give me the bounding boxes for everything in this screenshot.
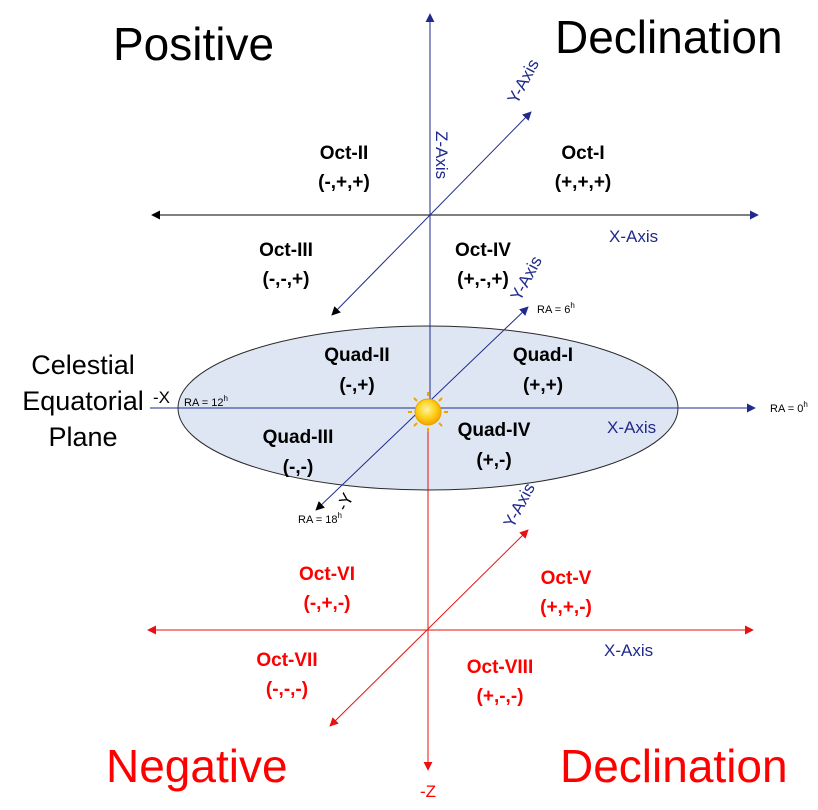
oct-vi-name: Oct-VI — [299, 564, 355, 585]
oct-i-name: Oct-I — [561, 143, 604, 164]
x-axis-bottom-label: X-Axis — [604, 641, 653, 660]
ra-12-label: RA = 12h — [184, 394, 228, 409]
neg-z-label: -Z — [420, 782, 436, 801]
oct-iii-signs: (-,-,+) — [263, 269, 310, 290]
oct-viii-signs: (+,-,-) — [477, 686, 524, 707]
oct-vi-signs: (-,+,-) — [304, 593, 351, 614]
oct-i-signs: (+,+,+) — [555, 172, 612, 193]
heading-declination-top: Declination — [555, 11, 783, 63]
quad-ii-name: Quad-II — [324, 345, 389, 366]
plane-label-line-1: Celestial — [31, 350, 135, 380]
oct-iv-signs: (+,-,+) — [457, 269, 509, 290]
x-axis-top-label: X-Axis — [609, 227, 658, 246]
oct-ii-signs: (-,+,+) — [318, 172, 370, 193]
neg-y-label: -Y — [333, 490, 358, 514]
quad-i-signs: (+,+) — [523, 375, 563, 396]
oct-iv-name: Oct-IV — [455, 240, 511, 261]
oct-v-name: Oct-V — [541, 568, 592, 589]
ra-0-label: RA = 0h — [770, 400, 808, 415]
y-axis-bottom-label: Y-Axis — [500, 480, 539, 531]
oct-v-signs: (+,+,-) — [540, 597, 592, 618]
z-axis-label: Z-Axis — [432, 131, 451, 179]
heading-declination-bottom: Declination — [560, 740, 788, 792]
bottom-y-axis-line — [329, 529, 529, 727]
top-y-axis-line — [331, 111, 532, 316]
ra-18-label: RA = 18h — [298, 511, 342, 526]
neg-x-label: -X — [153, 388, 170, 407]
plane-label-line-3: Plane — [48, 422, 117, 452]
quad-ii-signs: (-,+) — [339, 375, 374, 396]
heading-negative: Negative — [106, 740, 288, 792]
oct-ii-name: Oct-II — [320, 143, 369, 164]
quad-iv-name: Quad-IV — [458, 420, 531, 441]
quad-iii-name: Quad-III — [263, 427, 334, 448]
oct-iii-name: Oct-III — [259, 240, 313, 261]
y-axis-mid-label: Y-Axis — [507, 253, 546, 304]
y-axis-top-label: Y-Axis — [504, 56, 543, 107]
ra-6-label: RA = 6h — [537, 301, 575, 316]
oct-vii-signs: (-,-,-) — [266, 679, 308, 700]
oct-vii-name: Oct-VII — [256, 650, 317, 671]
plane-label-line-2: Equatorial — [22, 386, 144, 416]
heading-positive: Positive — [113, 18, 274, 70]
quad-iii-signs: (-,-) — [283, 457, 314, 478]
x-axis-mid-label: X-Axis — [607, 418, 656, 437]
quad-iv-signs: (+,-) — [476, 450, 511, 471]
sun-icon — [408, 392, 448, 432]
oct-viii-name: Oct-VIII — [467, 657, 534, 678]
quad-i-name: Quad-I — [513, 345, 573, 366]
